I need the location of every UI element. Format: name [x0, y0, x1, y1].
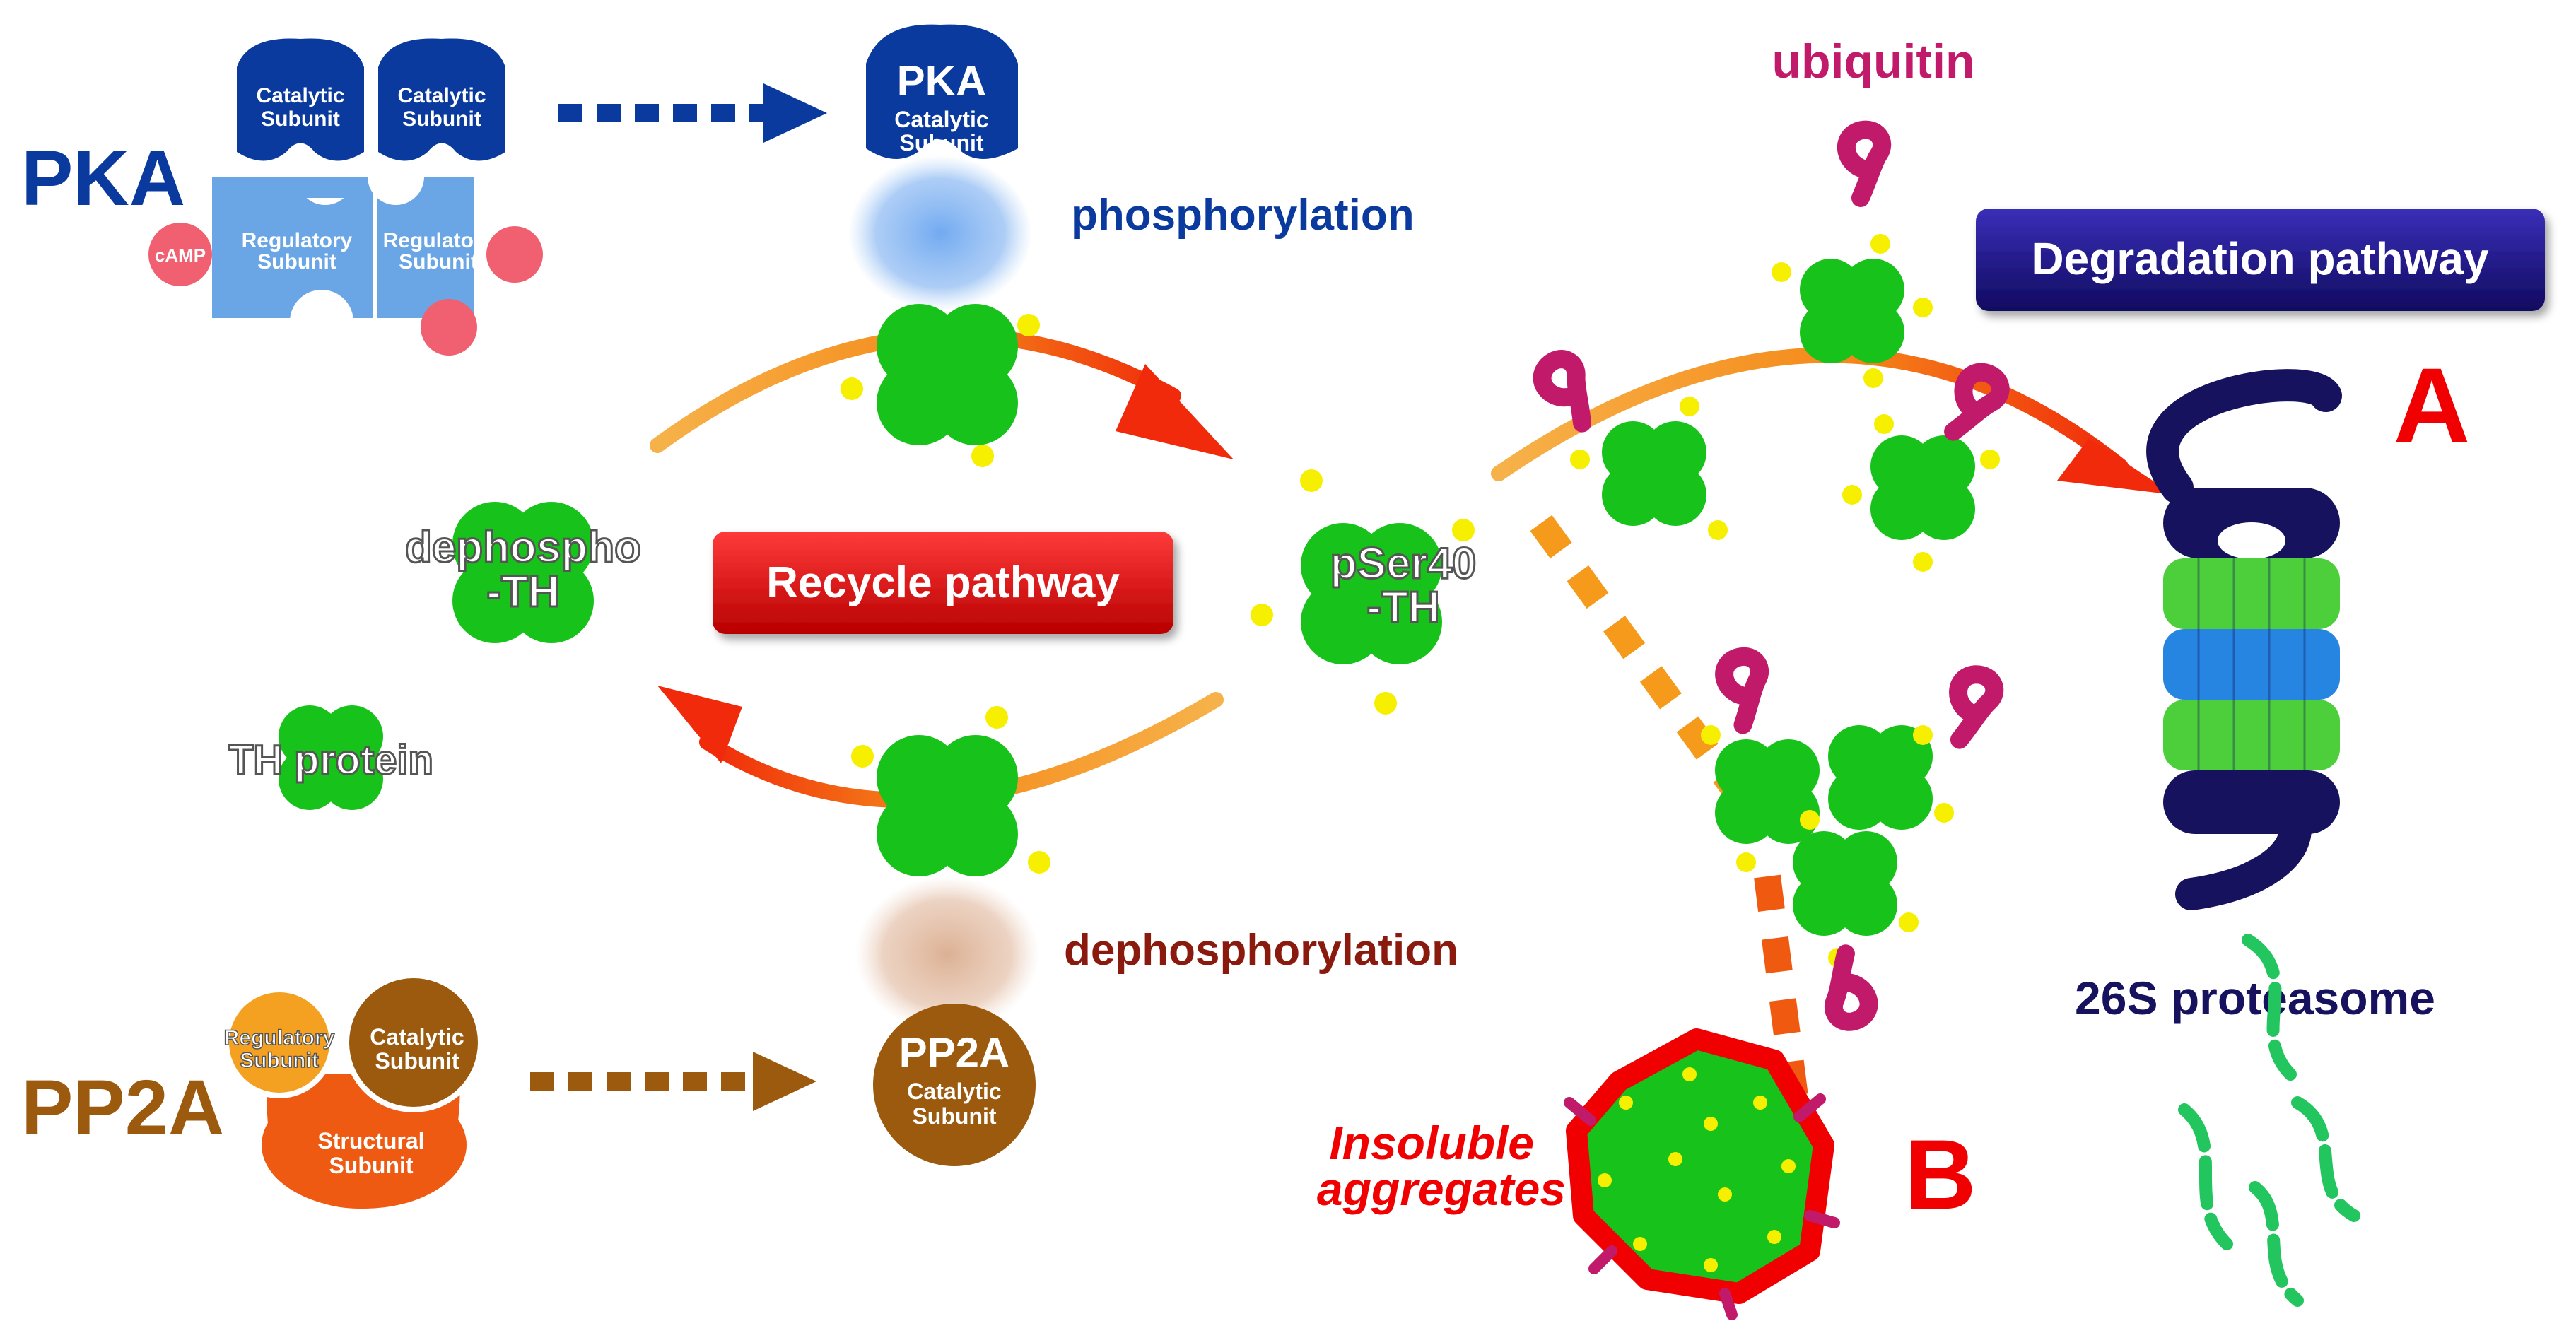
pka-title: PKA — [21, 135, 185, 222]
camp-molecule — [148, 223, 212, 286]
pp2a-free-title: PP2A — [899, 1029, 1010, 1076]
ubiquitin-label: ubiquitin — [1772, 35, 1974, 88]
pp2a-dissociation-arrow — [530, 1052, 816, 1111]
insoluble-label-2: aggregates — [1317, 1163, 1566, 1215]
recycle-pathway-label: Recycle pathway — [766, 558, 1120, 607]
pser40-label-1: pSer40 — [1330, 539, 1477, 588]
pser40-label-2: -TH — [1366, 583, 1439, 632]
pp2a-group: PP2A Regulatory Subunit Catalytic Subuni… — [21, 973, 484, 1209]
pp2a-regulatory-label-2: Subunit — [240, 1049, 319, 1072]
camp-molecule-2 — [486, 226, 543, 283]
insoluble-label-1: Insoluble — [1329, 1117, 1534, 1169]
th-ubiquitinated-left — [1570, 397, 1728, 540]
th-ubiquitinated-right — [1842, 414, 2000, 572]
pp2a-structural-label-2: Subunit — [329, 1153, 413, 1178]
th-ubiquitinated-top — [1772, 234, 1933, 388]
pka-free-label-1: Catalytic — [894, 107, 988, 132]
pp2a-structural-label-1: Structural — [317, 1128, 424, 1153]
pka-catalytic-subunits — [237, 38, 505, 161]
ubiquitin-cluster-2 — [1945, 670, 1998, 745]
degradation-pathway-label: Degradation pathway — [2031, 233, 2489, 284]
pka-regulatory-label-a2: Subunit — [257, 250, 336, 274]
camp-molecule-3 — [421, 299, 477, 356]
peptide-fragments — [2178, 934, 2360, 1307]
degradation-arc-arrow — [1491, 347, 2129, 481]
pp2a-catalytic-label-1: Catalytic — [370, 1024, 464, 1050]
pp2a-glow — [855, 876, 1039, 1032]
ubiquitin-cluster-1 — [1723, 655, 1764, 726]
dephosphorylation-label: dephosphorylation — [1064, 926, 1458, 975]
pp2a-catalytic-subunit — [344, 973, 484, 1112]
th-protein-top — [841, 304, 1040, 467]
route-a-letter: A — [2394, 346, 2470, 464]
th-protein-bottom — [851, 706, 1050, 876]
pp2a-catalytic-free: PP2A Catalytic Subunit — [855, 876, 1039, 1166]
pka-free-label-2: Subunit — [899, 130, 983, 155]
recycle-cycle — [650, 327, 1234, 808]
proteasome-26s — [2146, 369, 2342, 910]
pka-catalytic-label-a2: Subunit — [261, 107, 340, 131]
th-aggregate-cluster — [1701, 725, 1954, 968]
ubiquitin-free — [1846, 130, 1882, 198]
pka-catalytic-label-b1: Catalytic — [397, 84, 486, 107]
pp2a-catalytic-label-2: Subunit — [375, 1048, 459, 1074]
dephospho-label-2: -TH — [486, 568, 559, 616]
pp2a-free-label-2: Subunit — [912, 1103, 996, 1129]
pka-glow — [848, 155, 1032, 311]
pp2a-regulatory-subunit — [223, 987, 335, 1098]
insoluble-aggregate — [1564, 1028, 1840, 1320]
pser40-th — [1251, 469, 1475, 715]
dephospho-label-1: dephospho — [405, 523, 641, 572]
camp-label: cAMP — [155, 245, 206, 266]
pka-regulatory-label-b1: Regulatory — [383, 229, 494, 252]
pp2a-regulatory-label-1: Regulatory — [224, 1026, 335, 1050]
pka-catalytic-label-b2: Subunit — [402, 107, 481, 131]
phosphorylation-label: phosphorylation — [1071, 191, 1415, 240]
pka-free-title: PKA — [897, 57, 987, 105]
pka-regulatory-label-b2: Subunit — [399, 250, 478, 274]
pp2a-title: PP2A — [21, 1064, 224, 1151]
pka-dissociation-arrow — [558, 83, 827, 143]
route-b-letter: B — [1904, 1119, 1976, 1230]
recycle-pathway-banner: Recycle pathway — [713, 532, 1173, 634]
degradation-pathway-banner: Degradation pathway — [1976, 209, 2545, 311]
pp2a-free-label-1: Catalytic — [907, 1079, 1001, 1104]
th-protein-label: TH protein — [228, 737, 433, 783]
pka-catalytic-free: PKA Catalytic Subunit — [848, 24, 1032, 311]
pka-catalytic-label-a1: Catalytic — [256, 84, 344, 107]
pka-group: PKA Regulatory Subunit Regulatory Subuni… — [21, 38, 543, 356]
pka-regulatory-label-a1: Regulatory — [242, 229, 353, 252]
proteasome-label: 26S proteasome — [2075, 972, 2435, 1024]
